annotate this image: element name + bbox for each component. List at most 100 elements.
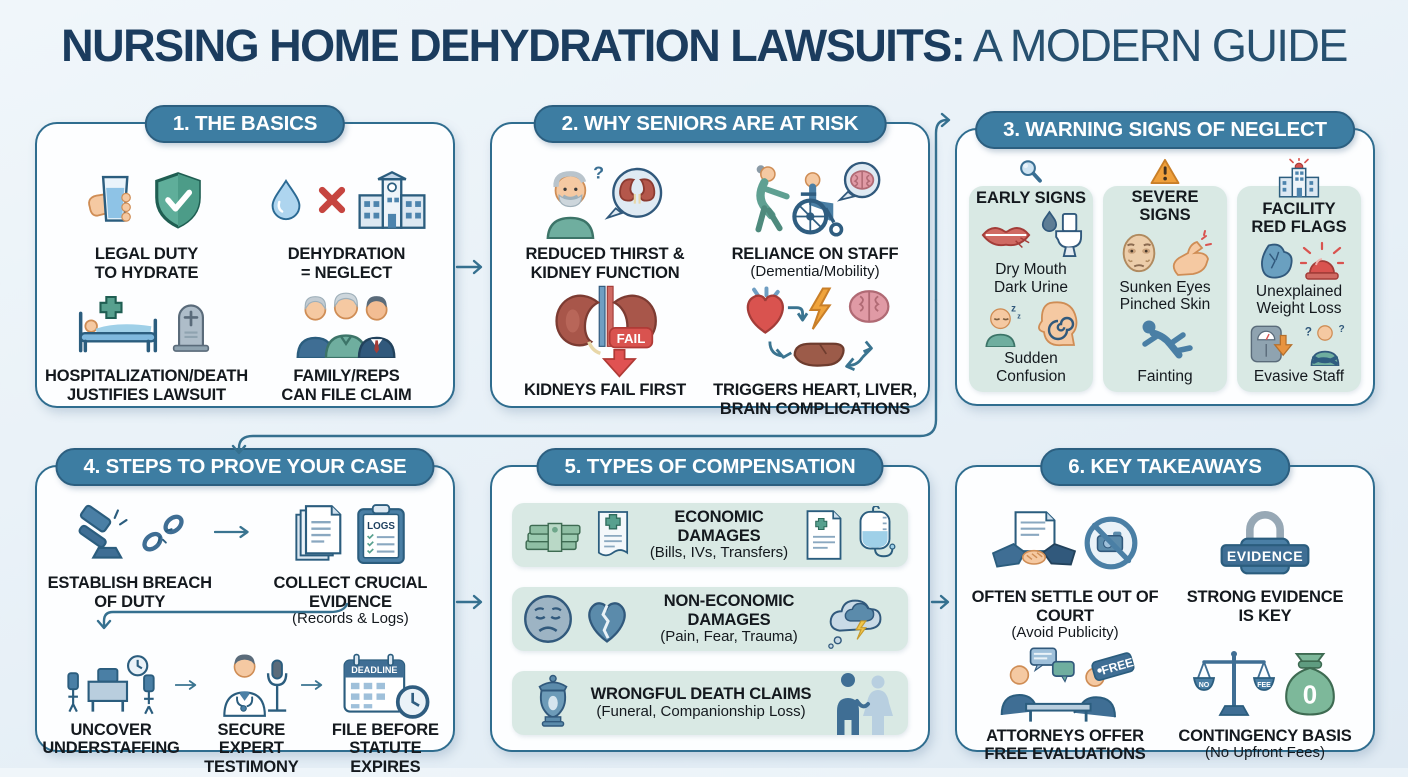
basics-item-legal-duty: LEGAL DUTY TO HYDRATE: [45, 158, 248, 282]
medical-document-icon: [806, 510, 842, 560]
compensation-row-wrongful: WRONGFUL DEATH CLAIMS (Funeral, Companio…: [512, 671, 908, 735]
money-stack-icon: [525, 522, 581, 553]
risk-item-kidneys: FAIL KIDNEYS FAIL FIRST: [500, 285, 710, 418]
deadline-badge-text: DEADLINE: [352, 665, 398, 675]
basics-hospitalization-label: HOSPITALIZATION/DEATH JUSTIFIES LAWSUIT: [45, 367, 248, 404]
weight-scale-icon: [1250, 325, 1293, 363]
doctor-microphone-icon: [223, 654, 288, 717]
family-group-icon: [296, 292, 396, 359]
takeaways-settle-label: OFTEN SETTLE OUT OF COURT: [971, 588, 1159, 625]
risk-thirst-label: REDUCED THIRST & KIDNEY FUNCTION: [525, 245, 685, 282]
warning-facility-sign2: Evasive Staff: [1253, 368, 1345, 386]
evidence-badge-text: EVIDENCE: [1227, 548, 1303, 564]
scale-pan-fee-text: FEE: [1257, 682, 1271, 689]
no-camera-icon: [1084, 516, 1137, 570]
handshake-document-icon: [991, 511, 1076, 568]
logs-badge-text: LOGS: [367, 521, 395, 532]
section-warning-header: 3. WARNING SIGNS OF NEGLECT: [975, 111, 1355, 149]
flow-arrow: [175, 679, 197, 690]
steps-item-statute: DEADLINE FILE BEFORE STATUTE EXPIRES: [328, 653, 443, 777]
section-takeaways-header: 6. KEY TAKEAWAYS: [1040, 448, 1290, 486]
connector-compensation-to-takeaways: [930, 594, 950, 610]
compensation-wrongful-label: WRONGFUL DEATH CLAIMS: [590, 685, 812, 704]
svg-text:?: ?: [1305, 325, 1312, 339]
steps-item-expert: SECURE EXPERT TESTIMONY: [201, 654, 301, 777]
basics-item-family: FAMILY/REPS CAN FILE CLAIM: [248, 286, 445, 404]
warning-early-sign2: Sudden Confusion: [996, 350, 1066, 386]
takeaways-item-contingency: NO FEE 0 CONTINGENCY BASIS (No Upfront F…: [1165, 646, 1365, 764]
sad-face-icon: [524, 595, 572, 643]
urn-icon: [538, 674, 568, 727]
compensation-economic-label: ECONOMIC DAMAGES: [674, 508, 764, 545]
page-title-main: NURSING HOME DEHYDRATION LAWSUITS:: [61, 20, 966, 71]
magnifier-icon: [1020, 160, 1042, 183]
water-drop-icon: [272, 179, 301, 221]
basics-dehydration-label: DEHYDRATION = NEGLECT: [287, 245, 406, 282]
lips-icon: [981, 226, 1031, 248]
liver-icon: [793, 342, 845, 367]
warning-early-heading: EARLY SIGNS: [975, 188, 1087, 207]
nurse-wheelchair-icon: [755, 161, 881, 237]
evidence-lock-icon: EVIDENCE: [1220, 511, 1310, 575]
warning-severe-sign2: Fainting: [1137, 368, 1193, 386]
money-bag-icon: 0: [1284, 652, 1335, 716]
compensation-noneconomic-label: NON-ECONOMIC DAMAGES: [663, 592, 795, 629]
section-basics-header: 1. THE BASICS: [144, 105, 346, 143]
steps-evidence-label: COLLECT CRUCIAL EVIDENCE: [273, 574, 428, 611]
basics-item-hospitalization: HOSPITALIZATION/DEATH JUSTIFIES LAWSUIT: [45, 286, 248, 404]
risk-triggers-label: TRIGGERS HEART, LIVER, BRAIN COMPLICATIO…: [713, 381, 917, 418]
risk-kidneys-label: KIDNEYS FAIL FIRST: [523, 381, 687, 400]
section-risk-card: 2. WHY SENIORS ARE AT RISK ?: [490, 105, 930, 418]
steps-item-understaffing: UNCOVER UNDERSTAFFING: [42, 654, 180, 758]
attorneys-meeting-icon: FREE: [1000, 647, 1135, 722]
risk-item-thirst: ? REDUCED THIRST & KIDNEY FUNCTION: [500, 158, 710, 282]
siren-icon: [1300, 241, 1344, 280]
warning-column-early: EARLY SIGNS Dry Mouth Dark Urine z: [969, 160, 1093, 392]
takeaways-settle-sub: (Avoid Publicity): [1011, 624, 1119, 642]
shield-check-icon: [155, 172, 201, 229]
fail-badge-text: FAIL: [617, 331, 646, 346]
warning-facility-sign1: Unexplained Weight Loss: [1255, 282, 1343, 318]
lightning-icon: [808, 287, 832, 330]
compensation-row-noneconomic: NON-ECONOMIC DAMAGES (Pain, Fear, Trauma…: [512, 587, 908, 651]
iv-bag-icon: [859, 506, 896, 558]
section-basics-card: 1. THE BASICS LEGAL DUTY TO HYDRATE: [35, 105, 455, 408]
section-takeaways-card: 6. KEY TAKEAWAYS: [955, 448, 1375, 763]
hospital-bed-icon: [78, 296, 158, 353]
steps-evidence-sub: (Records & Logs): [292, 610, 409, 628]
svg-text:z: z: [1017, 314, 1021, 321]
facility-alarm-icon: [1278, 158, 1320, 198]
takeaways-contingency-sub: (No Upfront Fees): [1204, 744, 1326, 762]
money-bag-zero-text: 0: [1302, 681, 1316, 709]
question-mark-glyph: ?: [593, 163, 604, 183]
flow-arrow: [301, 679, 323, 690]
steps-expert-label: SECURE EXPERT TESTIMONY: [204, 720, 299, 777]
broken-heart-icon: [588, 602, 626, 643]
page-title: NURSING HOME DEHYDRATION LAWSUITS: A MOD…: [0, 20, 1408, 72]
steps-item-evidence: LOGS COLLECT CRUCIAL EVIDENCE (Records &…: [258, 497, 443, 628]
risk-item-reliance: RELIANCE ON STAFF (Dementia/Mobility): [710, 158, 920, 282]
connector-basics-to-risk: [455, 259, 483, 275]
steps-statute-label: FILE BEFORE STATUTE EXPIRES: [331, 720, 439, 777]
gavel-icon: [78, 504, 128, 559]
steps-breach-label: ESTABLISH BREACH OF DUTY: [47, 574, 212, 611]
storm-thought-icon: [828, 599, 882, 649]
takeaways-attorneys-label: ATTORNEYS OFFER FREE EVALUATIONS: [984, 726, 1146, 764]
takeaways-contingency-label: CONTINGENCY BASIS: [1178, 726, 1352, 745]
compensation-noneconomic-sub: (Pain, Fear, Trauma): [660, 628, 798, 646]
section-compensation-header: 5. TYPES OF COMPENSATION: [536, 448, 884, 486]
evasive-staff-icon: ? ?: [1305, 324, 1345, 367]
basics-legal-duty-label: LEGAL DUTY TO HYDRATE: [94, 245, 199, 282]
tombstone-icon: [172, 304, 210, 353]
warning-severe-sign1: Sunken Eyes Pinched Skin: [1119, 278, 1211, 314]
section-steps-card: 4. STEPS TO PROVE YOUR CASE: [35, 448, 455, 776]
warning-early-sign1: Dry Mouth Dark Urine: [993, 260, 1069, 296]
falling-person-icon: [1142, 320, 1193, 359]
basics-family-label: FAMILY/REPS CAN FILE CLAIM: [281, 367, 412, 404]
compensation-wrongful-sub: (Funeral, Companionship Loss): [596, 703, 806, 721]
nursing-home-icon: [358, 170, 426, 229]
scale-pan-no-text: NO: [1198, 682, 1209, 689]
kidneys-fail-icon: FAIL: [555, 285, 657, 378]
couple-icon: [837, 673, 893, 735]
takeaways-item-settle: OFTEN SETTLE OUT OF COURT (Avoid Publici…: [965, 501, 1165, 642]
